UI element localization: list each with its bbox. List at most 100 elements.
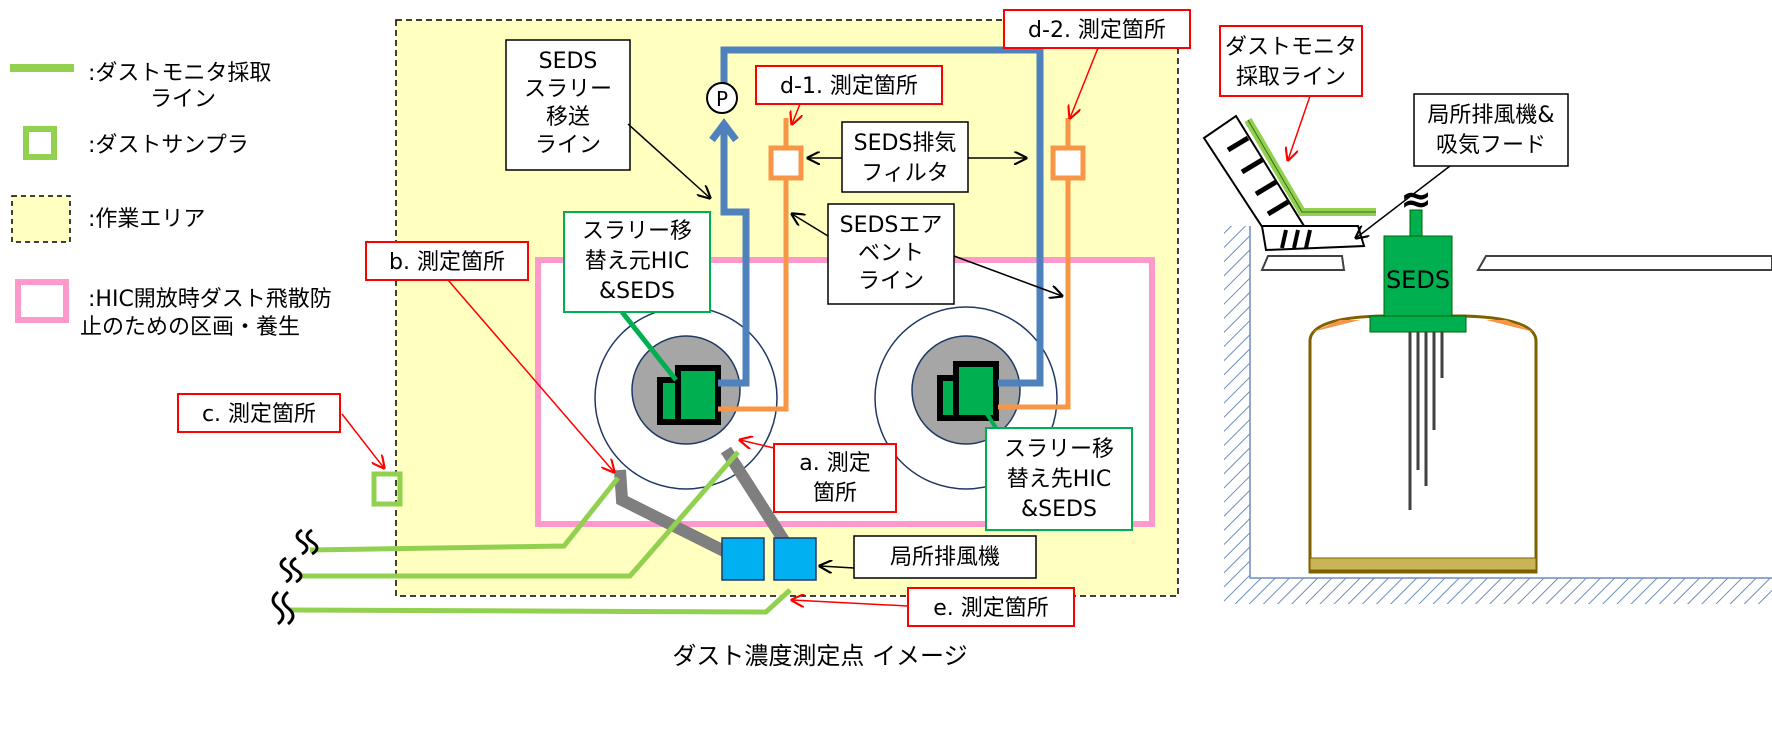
arrow-vent-right: [953, 255, 1062, 296]
callout-dest-hic-l3: &SEDS: [1021, 497, 1097, 522]
vent-line-source: [718, 178, 789, 412]
arrow-d2: [1070, 47, 1099, 118]
hic-base: [1309, 557, 1537, 571]
exhaust-fan-2: [773, 537, 817, 581]
callout-exhaust: 局所排風機: [853, 535, 1037, 579]
seds-transfer-line-top: [720, 46, 1044, 387]
hic-container: [1308, 314, 1538, 574]
callout-seds-transfer-l3: 移送: [546, 105, 590, 130]
callout-c: c. 測定箇所: [177, 393, 341, 433]
exhaust-hood-inlet: [1260, 225, 1366, 252]
filter-dest: [1050, 145, 1086, 181]
callout-vent: SEDSエア ベント ライン: [827, 203, 955, 305]
legend-sampler-swatch: [23, 126, 57, 160]
pit-outline: [1249, 226, 1772, 579]
hic-container-orange-right: [1486, 320, 1534, 332]
callout-side-hood: 局所排風機& 吸気フード: [1413, 93, 1569, 167]
ledge-right: [1476, 255, 1772, 271]
dust-line-b: [309, 476, 620, 553]
callout-filter-l2: フィルタ: [861, 161, 949, 186]
callout-vent-l1: SEDSエア: [840, 213, 943, 238]
callout-a-l2: 箇所: [813, 481, 857, 506]
legend-sampler-label: :ダストサンプラ: [88, 133, 249, 158]
source-hic: [594, 306, 778, 490]
pit-wall-left: [1224, 226, 1250, 602]
arrow-e: [792, 600, 909, 606]
pointer-source-hic: [620, 310, 678, 382]
pointer-dest-hic: [976, 398, 998, 430]
dust-line-e: [289, 588, 792, 615]
seds-rods: [1408, 332, 1444, 510]
arrow-c: [341, 413, 384, 468]
callout-d1: d-1. 測定箇所: [755, 65, 943, 105]
callout-source-hic: スラリー移 替え元HIC &SEDS: [563, 211, 711, 313]
inlet-slats: [1280, 229, 1312, 249]
legend-dust-line-swatch: [10, 64, 74, 72]
seds-transfer-line-arrow: [709, 118, 739, 143]
callout-filter-l1: SEDS排気: [854, 131, 957, 156]
legend: :ダストモニタ採取 ライン :ダストサンプラ :作業エリア :HIC開放時ダスト…: [10, 61, 332, 340]
callout-source-hic-l1: スラリー移: [582, 219, 692, 244]
legend-work-area-swatch: [11, 195, 71, 243]
callout-exhaust-label: 局所排風機: [890, 545, 1000, 570]
callout-d2: d-2. 測定箇所: [1003, 9, 1191, 49]
arrow-side-dust: [1288, 95, 1311, 160]
arrow-a: [740, 440, 775, 448]
pit-floor: [1224, 578, 1772, 604]
caption: ダスト濃度測定点 イメージ: [672, 642, 967, 670]
callout-filter: SEDS排気 フィルタ: [841, 121, 969, 193]
dust-line-a: [302, 450, 740, 579]
callout-b: b. 測定箇所: [365, 241, 529, 281]
callout-d2-label: d-2. 測定箇所: [1028, 18, 1166, 43]
hic-container-orange-left: [1312, 320, 1360, 332]
arrow-d1: [792, 103, 800, 124]
callout-a-l1: a. 測定: [799, 451, 870, 476]
callout-c-label: c. 測定箇所: [202, 402, 316, 427]
callout-dest-hic-l2: 替え先HIC: [1007, 467, 1111, 492]
seds-flange: [1369, 315, 1467, 333]
callout-e: e. 測定箇所: [907, 587, 1075, 627]
callout-a: a. 測定 箇所: [773, 443, 897, 513]
legend-dust-line-label-2: ライン: [150, 87, 216, 112]
legend-hic-zone-swatch: [15, 279, 69, 323]
callout-side-hood-l1: 局所排風機&: [1427, 103, 1554, 128]
callout-dest-hic-l1: スラリー移: [1004, 437, 1114, 462]
exhaust-fan-1: [721, 537, 765, 581]
exhaust-duct-2: [720, 446, 796, 554]
exhaust-duct-1: [614, 469, 745, 566]
seds-transfer-line: [718, 130, 750, 387]
callout-source-hic-l2: 替え元HIC: [585, 249, 689, 274]
callout-side-dust: ダストモニタ 採取ライン: [1219, 25, 1363, 97]
exhaust-hood-rungs: [1226, 135, 1290, 217]
callout-seds-transfer: SEDS スラリー 移送 ライン: [505, 39, 631, 171]
seds-body: [1383, 235, 1453, 319]
callout-e-label: e. 測定箇所: [933, 596, 1049, 621]
seds-label: SEDS: [1386, 266, 1450, 294]
callout-d1-label: d-1. 測定箇所: [780, 74, 918, 99]
callout-source-hic-l3: &SEDS: [599, 279, 675, 304]
callout-seds-transfer-l4: ライン: [535, 133, 601, 158]
dust-sampler-c: [371, 471, 403, 507]
break-marks: [271, 528, 319, 626]
callout-seds-transfer-l2: スラリー: [524, 77, 612, 102]
legend-hic-zone-label: :HIC開放時ダスト飛散防: [88, 287, 332, 312]
callout-b-label: b. 測定箇所: [389, 250, 505, 275]
callout-side-dust-l1: ダストモニタ: [1225, 35, 1357, 60]
arrow-b: [447, 279, 614, 472]
vent-line-dest: [998, 178, 1071, 410]
ledge-left: [1260, 255, 1346, 271]
callout-vent-l3: ライン: [858, 269, 924, 294]
callout-vent-l2: ベント: [858, 241, 924, 266]
callout-seds-transfer-l1: SEDS: [539, 49, 598, 74]
callout-side-dust-l2: 採取ライン: [1236, 65, 1346, 90]
legend-dust-line-label: :ダストモニタ採取: [88, 61, 271, 86]
arrow-exhaust: [820, 566, 855, 568]
callout-dest-hic: スラリー移 替え先HIC &SEDS: [985, 427, 1133, 531]
legend-hic-zone-label-2: 止のための区画・養生: [80, 315, 300, 340]
callout-side-hood-l2: 吸気フード: [1436, 133, 1546, 158]
side-view: ≈ SEDS ダストモニタ: [1202, 25, 1772, 604]
dest-hic: [874, 306, 1058, 490]
side-dust-line-outline: [1247, 119, 1376, 213]
arrow-vent-left: [792, 214, 829, 237]
pump-label: P: [716, 87, 728, 111]
